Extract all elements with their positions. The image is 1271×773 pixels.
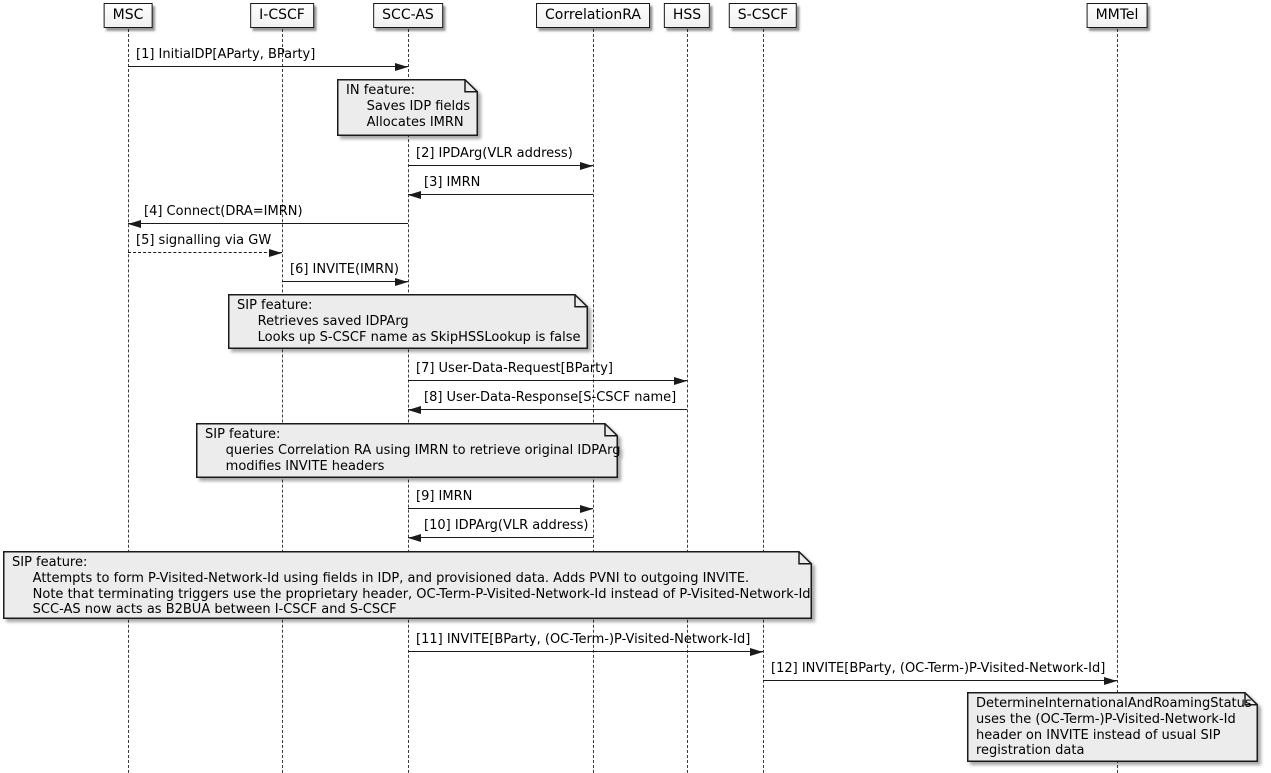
message-line-2 — [408, 165, 593, 166]
message-label-12: [12] INVITE[BParty, (OC-Term-)P-Visited-… — [771, 661, 1106, 676]
arrowhead-icon — [395, 278, 408, 286]
lifeline-s-cscf — [763, 29, 764, 773]
arrowhead-icon — [395, 63, 408, 71]
arrowhead-icon — [580, 162, 593, 170]
message-label-10: [10] IDPArg(VLR address) — [424, 518, 589, 533]
note-in-feature-line-1: Saves IDP fields — [346, 98, 471, 114]
message-label-4: [4] Connect(DRA=IMRN) — [144, 204, 303, 219]
note-mmtel-roaming-status-line-1: uses the (OC-Term-)P-Visited-Network-Id — [976, 711, 1236, 727]
message-line-8 — [408, 409, 687, 410]
lifeline-hss — [687, 29, 688, 773]
message-line-7 — [408, 380, 687, 381]
lifeline-i-cscf — [282, 29, 283, 773]
note-sip-feature-correlation: SIP feature: queries Correlation RA usin… — [196, 423, 621, 478]
participant-i-cscf: I-CSCF — [250, 3, 314, 28]
arrowhead-icon — [408, 406, 421, 414]
note-sip-feature-correlation-shape — [196, 423, 618, 478]
note-sip-feature-pvni-line-3: SCC-AS now acts as B2BUA between I-CSCF … — [12, 602, 397, 618]
note-sip-feature-pvni-line-2: Note that terminating triggers use the p… — [12, 586, 811, 602]
message-line-10 — [408, 537, 593, 538]
message-label-7: [7] User-Data-Request[BParty] — [416, 361, 613, 376]
arrowhead-icon — [408, 191, 421, 199]
arrowhead-icon — [750, 648, 763, 656]
note-sip-feature-hss-lookup-line-0: SIP feature: — [237, 298, 313, 313]
note-in-feature: IN feature: Saves IDP fields Allocates I… — [337, 79, 478, 136]
note-in-feature-line-2: Allocates IMRN — [346, 114, 464, 130]
note-sip-feature-hss-lookup-shape — [228, 294, 588, 349]
arrowhead-icon — [580, 505, 593, 513]
note-sip-feature-pvni-line-0: SIP feature: — [12, 555, 88, 570]
note-sip-feature-pvni-line-1: Attempts to form P-Visited-Network-Id us… — [12, 570, 750, 586]
participant-s-cscf: S-CSCF — [728, 3, 798, 28]
note-in-feature-text: IN feature: Saves IDP fields Allocates I… — [346, 83, 470, 130]
lifeline-mmtel — [1117, 29, 1118, 773]
message-label-3: [3] IMRN — [424, 175, 481, 190]
message-label-11: [11] INVITE[BParty, (OC-Term-)P-Visited-… — [416, 632, 751, 647]
message-line-12 — [763, 680, 1117, 681]
note-sip-feature-correlation-line-1: queries Correlation RA using IMRN to ret… — [205, 442, 621, 458]
note-sip-feature-pvni: SIP feature: Attempts to form P-Visited-… — [3, 551, 812, 619]
lifeline-msc — [128, 29, 129, 773]
note-sip-feature-pvni-shape — [3, 551, 812, 619]
message-line-6 — [282, 281, 408, 282]
message-label-9: [9] IMRN — [416, 489, 473, 504]
note-mmtel-roaming-status-line-2: header on INVITE instead of usual SIP — [976, 727, 1221, 743]
note-sip-feature-hss-lookup-line-1: Retrieves saved IDPArg — [237, 313, 409, 329]
note-sip-feature-hss-lookup: SIP feature: Retrieves saved IDPArg Look… — [228, 294, 588, 349]
message-line-9 — [408, 508, 593, 509]
message-line-11 — [408, 651, 763, 652]
note-mmtel-roaming-status-line-0: DetermineInternationalAndRoamingStatus — [976, 696, 1252, 711]
arrowhead-icon — [269, 249, 282, 257]
message-line-5 — [128, 252, 282, 253]
participant-mmtel: MMTel — [1086, 3, 1148, 28]
note-sip-feature-hss-lookup-line-2: Looks up S-CSCF name as SkipHSSLookup is… — [237, 329, 581, 345]
message-line-1 — [128, 66, 408, 67]
note-mmtel-roaming-status-line-3: registration data — [976, 743, 1085, 759]
message-label-2: [2] IPDArg(VLR address) — [416, 146, 573, 161]
message-label-8: [8] User-Data-Response[S-CSCF name] — [424, 390, 677, 405]
note-in-feature-shape — [337, 79, 478, 136]
participant-correlationra: CorrelationRA — [536, 3, 650, 28]
message-label-1: [1] InitialDP[AParty, BParty] — [136, 47, 316, 62]
arrowhead-icon — [1104, 677, 1117, 685]
message-line-4 — [128, 223, 408, 224]
note-sip-feature-correlation-line-2: modifies INVITE headers — [205, 458, 385, 474]
arrowhead-icon — [674, 377, 687, 385]
note-sip-feature-correlation-text: SIP feature: queries Correlation RA usin… — [205, 427, 621, 474]
note-sip-feature-pvni-text: SIP feature: Attempts to form P-Visited-… — [12, 555, 811, 618]
note-sip-feature-correlation-line-0: SIP feature: — [205, 427, 281, 442]
note-mmtel-roaming-status-shape — [967, 692, 1258, 762]
arrowhead-icon — [408, 534, 421, 542]
message-line-3 — [408, 194, 593, 195]
participant-hss: HSS — [663, 3, 711, 28]
note-in-feature-line-0: IN feature: — [346, 83, 416, 98]
lifeline-scc-as — [408, 29, 409, 773]
participant-msc: MSC — [103, 3, 153, 28]
note-sip-feature-hss-lookup-text: SIP feature: Retrieves saved IDPArg Look… — [237, 298, 581, 345]
arrowhead-icon — [128, 220, 141, 228]
participant-scc-as: SCC-AS — [373, 3, 443, 28]
lifeline-correlationra — [593, 29, 594, 773]
message-label-5: [5] signalling via GW — [136, 233, 272, 248]
message-label-6: [6] INVITE(IMRN) — [290, 262, 399, 277]
